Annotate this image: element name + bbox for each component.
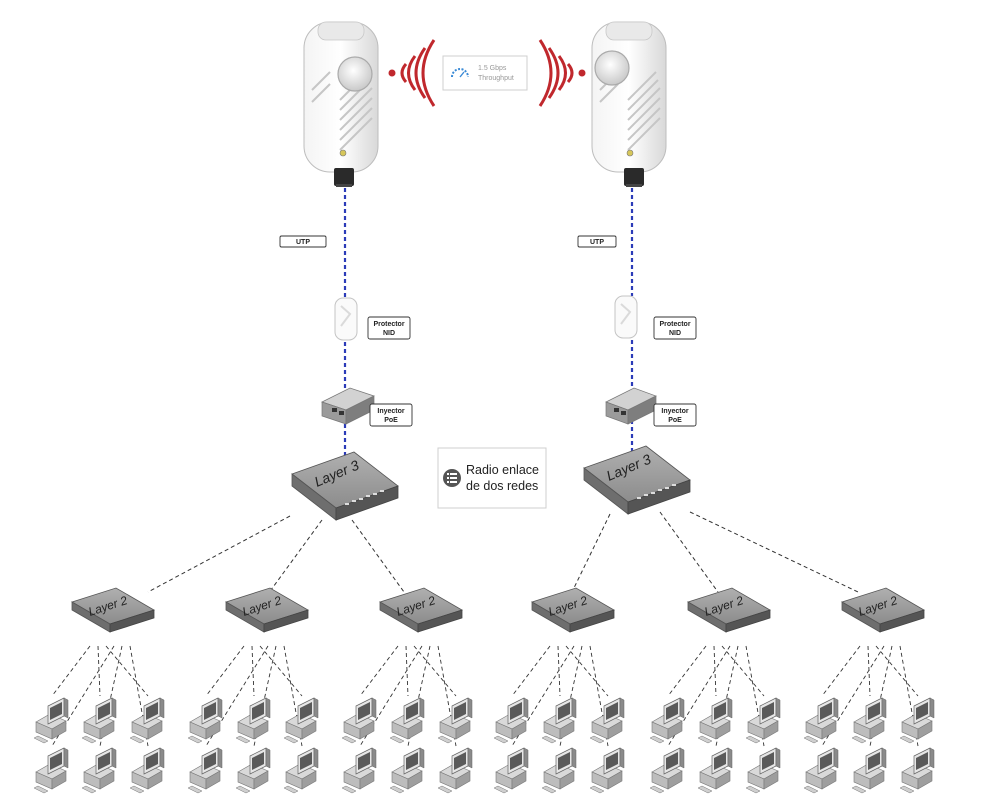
- layer2-switch-r2: Layer 2: [687, 587, 771, 633]
- svg-text:NID: NID: [383, 330, 395, 337]
- computer-icon: [649, 697, 685, 744]
- computer-icon: [81, 747, 117, 794]
- computer-icon: [541, 747, 577, 794]
- computer-icon: [33, 747, 69, 794]
- svg-text:Protector: Protector: [373, 321, 404, 328]
- svg-text:Throughput: Throughput: [478, 75, 514, 82]
- computer-icon: [745, 697, 781, 744]
- poe-injector-right: Inyector PoE: [605, 387, 697, 427]
- computer-icon: [235, 697, 271, 744]
- computer-icon: [283, 747, 319, 794]
- radio-antenna-right: [591, 21, 667, 187]
- computer-icon: [803, 697, 839, 744]
- layer2-switch-r3: Layer 2: [841, 587, 925, 633]
- site-left: UTP Protector NID Inyector PoE Layer 3: [71, 21, 463, 633]
- radio-antenna-left: [303, 21, 379, 187]
- poe-injector-left: Inyector PoE: [321, 387, 413, 427]
- gauge-icon: [451, 68, 469, 78]
- computer-icon: [541, 697, 577, 744]
- computer-icon: [129, 747, 165, 794]
- layer2-switch-l1: Layer 2: [71, 587, 155, 633]
- computer-icon: [649, 747, 685, 794]
- svg-text:UTP: UTP: [590, 239, 604, 246]
- links-left: [147, 515, 405, 595]
- list-icon: [443, 469, 461, 487]
- computer-icon: [493, 747, 529, 794]
- svg-text:PoE: PoE: [668, 417, 682, 424]
- signal-waves-right: [538, 39, 586, 107]
- computer-icon: [851, 747, 887, 794]
- protector-nid-left: Protector NID: [334, 297, 411, 341]
- computer-icon: [341, 697, 377, 744]
- computer-icon: [341, 747, 377, 794]
- computer-icon: [589, 747, 625, 794]
- title-box: Radio enlace de dos redes: [437, 447, 547, 509]
- layer2-switch-l3: Layer 2: [379, 587, 463, 633]
- computer-icon: [187, 747, 223, 794]
- computer-icon: [389, 747, 425, 794]
- computer-icon: [851, 697, 887, 744]
- svg-text:NID: NID: [669, 330, 681, 337]
- svg-text:Protector: Protector: [659, 321, 690, 328]
- protector-nid-right: Protector NID: [614, 295, 697, 340]
- computer-icon: [437, 747, 473, 794]
- computer-icon: [235, 747, 271, 794]
- layer2-switch-r1: Layer 2: [531, 587, 615, 633]
- computer-icon: [803, 747, 839, 794]
- computer-icon: [187, 697, 223, 744]
- signal-waves-left: [388, 39, 436, 107]
- svg-text:Inyector: Inyector: [661, 408, 689, 415]
- computer-icon: [437, 697, 473, 744]
- computer-icon: [283, 697, 319, 744]
- computer-icon: [589, 697, 625, 744]
- svg-text:PoE: PoE: [384, 417, 398, 424]
- site-right: UTP Protector NID Inyector PoE Layer 3: [531, 21, 925, 633]
- svg-text:1.5 Gbps: 1.5 Gbps: [478, 65, 507, 72]
- svg-text:Inyector: Inyector: [377, 408, 405, 415]
- computer-icon: [697, 697, 733, 744]
- layer3-switch-right: Layer 3: [583, 445, 691, 515]
- computer-icon: [81, 697, 117, 744]
- computer-icon: [129, 697, 165, 744]
- computer-icon: [389, 697, 425, 744]
- computer-icon: [899, 697, 935, 744]
- computer-icon: [899, 747, 935, 794]
- layer3-switch-left: Layer 3: [291, 451, 399, 521]
- svg-text:de dos redes: de dos redes: [466, 479, 538, 493]
- computers-layer: [33, 645, 935, 794]
- computer-icon: [745, 747, 781, 794]
- computer-icon: [33, 697, 69, 744]
- throughput-badge: 1.5 Gbps Throughput: [442, 55, 528, 91]
- computer-icon: [697, 747, 733, 794]
- svg-text:Radio enlace: Radio enlace: [466, 463, 539, 477]
- utp-label-left: UTP: [279, 235, 327, 248]
- svg-text:UTP: UTP: [296, 239, 310, 246]
- layer2-switch-l2: Layer 2: [225, 587, 309, 633]
- utp-label-right: UTP: [577, 235, 617, 248]
- computer-icon: [493, 697, 529, 744]
- links-right: [571, 511, 859, 593]
